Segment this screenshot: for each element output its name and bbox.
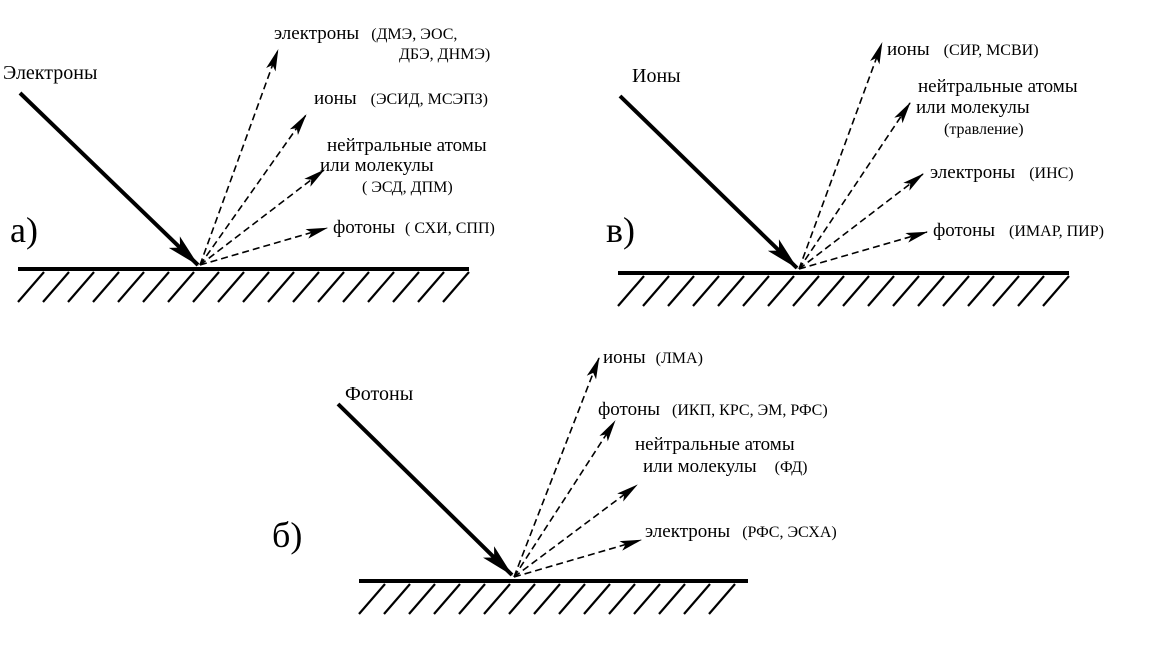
hatch-stroke xyxy=(458,583,486,615)
panel-label: б) xyxy=(272,515,302,555)
emitted-neutrals-arrow xyxy=(798,102,911,270)
hatch-stroke xyxy=(708,583,736,615)
emitted-label-line2: или молекулы (ФД) xyxy=(643,456,807,477)
hatch-stroke xyxy=(1017,275,1045,307)
panel-b: б) Фотоны ионы (ЛМА) фотоны (ИКП, КРС, Э… xyxy=(272,347,837,615)
hatch-stroke xyxy=(17,271,45,303)
hatch-stroke xyxy=(267,271,295,303)
emitted-ions-arrow xyxy=(513,357,600,578)
hatch-stroke xyxy=(317,271,345,303)
incident-label: Электроны xyxy=(3,62,97,84)
hatch-stroke xyxy=(817,275,845,307)
panel-label: а) xyxy=(10,210,38,250)
hatch-stroke xyxy=(383,583,411,615)
emitted-label: фотоны (ИКП, КРС, ЭМ, РФС) xyxy=(598,399,828,420)
emitted-label-line2: или молекулы xyxy=(916,97,1030,118)
incident-label: Фотоны xyxy=(345,383,413,405)
hatch-stroke xyxy=(342,271,370,303)
hatch-stroke xyxy=(417,271,445,303)
incident-label: Ионы xyxy=(632,65,681,87)
surface-hatching xyxy=(617,275,1070,307)
surface-hatching xyxy=(358,583,736,615)
hatch-stroke xyxy=(367,271,395,303)
hatch-stroke xyxy=(42,271,70,303)
hatch-stroke xyxy=(67,271,95,303)
hatch-stroke xyxy=(442,271,470,303)
hatch-stroke xyxy=(392,271,420,303)
hatch-stroke xyxy=(792,275,820,307)
emitted-ions-arrow xyxy=(798,42,883,270)
emitted-label-line2: или молекулы xyxy=(320,155,434,176)
emitted-label: нейтральные атомы xyxy=(918,76,1078,97)
emitted-label: фотоны (ИМАР, ПИР) xyxy=(933,220,1104,241)
hatch-stroke xyxy=(358,583,386,615)
hatch-stroke xyxy=(717,275,745,307)
hatch-stroke xyxy=(608,583,636,615)
hatch-stroke xyxy=(117,271,145,303)
hatch-stroke xyxy=(667,275,695,307)
emitted-electrons-arrow xyxy=(513,539,642,578)
emitted-label-line3: ( ЭСД, ДПМ) xyxy=(362,179,453,196)
hatch-stroke xyxy=(533,583,561,615)
hatch-stroke xyxy=(967,275,995,307)
emitted-label: нейтральные атомы xyxy=(327,135,487,156)
surface-hatching xyxy=(17,271,470,303)
hatch-stroke xyxy=(683,583,711,615)
incident-arrow xyxy=(18,91,200,267)
hatch-stroke xyxy=(408,583,436,615)
emitted-label: электроны (РФС, ЭСХА) xyxy=(645,521,837,542)
emitted-electrons-arrow xyxy=(798,173,924,270)
hatch-stroke xyxy=(192,271,220,303)
emitted-electrons-arrow xyxy=(199,49,279,266)
emitted-photons-arrow xyxy=(513,420,616,578)
hatch-stroke xyxy=(483,583,511,615)
hatch-stroke xyxy=(642,275,670,307)
hatch-stroke xyxy=(867,275,895,307)
emitted-label: электроны (ИНС) xyxy=(930,162,1074,183)
emitted-photons-arrow xyxy=(798,231,928,270)
hatch-stroke xyxy=(167,271,195,303)
hatch-stroke xyxy=(692,275,720,307)
emitted-label: ионы (ЭСИД, МСЭПЗ) xyxy=(314,88,488,109)
hatch-stroke xyxy=(92,271,120,303)
emitted-photons-arrow xyxy=(199,227,328,266)
panel-a: а) Электроны электроны (ДМЭ, ЭОС, ДБЭ, Д… xyxy=(3,23,495,303)
emitted-label-line3: (травление) xyxy=(944,121,1024,138)
hatch-stroke xyxy=(508,583,536,615)
hatch-stroke xyxy=(217,271,245,303)
hatch-stroke xyxy=(1042,275,1070,307)
hatch-stroke xyxy=(742,275,770,307)
hatch-stroke xyxy=(242,271,270,303)
hatch-stroke xyxy=(142,271,170,303)
emitted-label: электроны (ДМЭ, ЭОС, xyxy=(274,23,457,44)
emitted-neutrals-arrow xyxy=(199,169,325,266)
hatch-stroke xyxy=(617,275,645,307)
hatch-stroke xyxy=(433,583,461,615)
hatch-stroke xyxy=(942,275,970,307)
emitted-label: ионы (ЛМА) xyxy=(603,347,703,368)
emitted-label: фотоны ( СХИ, СПП) xyxy=(333,217,495,238)
incident-arrow xyxy=(618,94,799,270)
hatch-stroke xyxy=(558,583,586,615)
hatch-stroke xyxy=(842,275,870,307)
hatch-stroke xyxy=(633,583,661,615)
panel-v: в) Ионы ионы (СИР, МСВИ) нейтральные ато… xyxy=(606,39,1104,307)
emitted-label: ионы (СИР, МСВИ) xyxy=(887,39,1039,60)
hatch-stroke xyxy=(292,271,320,303)
incident-arrow xyxy=(336,402,514,577)
hatch-stroke xyxy=(892,275,920,307)
panel-label: в) xyxy=(606,210,635,250)
hatch-stroke xyxy=(992,275,1020,307)
hatch-stroke xyxy=(583,583,611,615)
hatch-stroke xyxy=(658,583,686,615)
emitted-neutrals-arrow xyxy=(513,484,638,578)
emitted-label-line2: ДБЭ, ДНМЭ) xyxy=(399,46,490,63)
hatch-stroke xyxy=(767,275,795,307)
hatch-stroke xyxy=(917,275,945,307)
emitted-label: нейтральные атомы xyxy=(635,434,795,455)
emitted-ions-arrow xyxy=(199,114,307,266)
